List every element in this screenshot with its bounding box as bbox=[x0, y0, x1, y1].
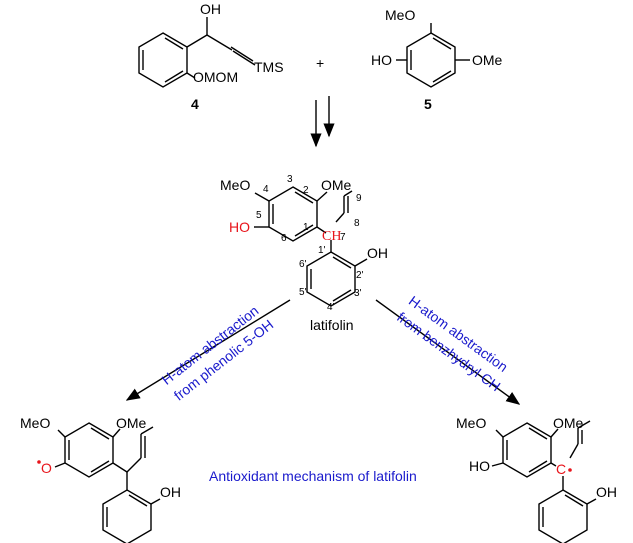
mechanism-arrows bbox=[125, 299, 521, 405]
product-right-ho-label: HO bbox=[469, 458, 490, 474]
product-left-meo-label: MeO bbox=[20, 415, 50, 431]
atom-number: 1' bbox=[318, 245, 326, 256]
reaction-arrows bbox=[310, 96, 335, 148]
product-left-ome-label: OMe bbox=[116, 415, 147, 431]
compound-4: OH OMOM TMS 4 bbox=[138, 1, 284, 112]
atom-number: 4 bbox=[263, 184, 269, 195]
product-right-c-radical-label: C bbox=[556, 461, 566, 477]
atom-number: 5' bbox=[299, 287, 307, 298]
compound-4-tms-label: TMS bbox=[254, 59, 284, 75]
atom-number: 2' bbox=[356, 270, 364, 281]
latifolin-name: latifolin bbox=[310, 317, 354, 333]
atom-number: 4' bbox=[327, 302, 335, 313]
product-right-bonds bbox=[491, 420, 597, 543]
compound-4-omom-label: OMOM bbox=[193, 69, 238, 85]
product-right-ome-label: OMe bbox=[553, 415, 584, 431]
product-left-phenoxyl-radical: MeO OMe O OH bbox=[20, 415, 181, 543]
atom-number: 2 bbox=[303, 185, 309, 196]
atom-number: 3' bbox=[354, 288, 362, 299]
latifolin-structure: MeO OMe HO CH OH 4 3 2 5 1 6 7 8 9 1' 6'… bbox=[220, 174, 388, 333]
compound-4-oh-label: OH bbox=[200, 1, 221, 17]
product-right-benzhydryl-radical: MeO OMe HO C OH bbox=[456, 415, 617, 543]
atom-number: 5 bbox=[256, 210, 262, 221]
atom-number: 1 bbox=[303, 222, 309, 233]
latifolin-ome-label: OMe bbox=[321, 177, 352, 193]
compound-5-bonds bbox=[396, 23, 470, 88]
atom-number: 7 bbox=[340, 232, 346, 243]
latifolin-bonds bbox=[254, 186, 368, 307]
atom-number: 6' bbox=[299, 259, 307, 270]
product-left-o-radical-label: O bbox=[41, 460, 52, 476]
latifolin-atom-numbers: 4 3 2 5 1 6 7 8 9 1' 6' 2' 5' 3' 4' bbox=[256, 174, 364, 313]
compound-5-ome-label: OMe bbox=[472, 52, 503, 68]
atom-number: 8 bbox=[354, 218, 360, 229]
atom-number: 9 bbox=[356, 193, 362, 204]
radical-dot bbox=[37, 460, 41, 464]
product-left-oh-label: OH bbox=[160, 484, 181, 500]
latifolin-ho-label: HO bbox=[229, 219, 250, 235]
product-right-oh-label: OH bbox=[596, 484, 617, 500]
left-arrow bbox=[125, 299, 291, 401]
right-arrow bbox=[375, 299, 521, 405]
compound-5: MeO HO OMe 5 bbox=[371, 7, 503, 112]
product-left-bonds bbox=[54, 422, 161, 543]
latifolin-ch-label: CH bbox=[322, 229, 341, 244]
compound-5-number: 5 bbox=[424, 96, 432, 112]
latifolin-oh-label: OH bbox=[367, 245, 388, 261]
right-arrow-label: H-atom abstraction from benzhydryl CH bbox=[394, 293, 511, 395]
plus-sign: + bbox=[316, 55, 324, 71]
caption: Antioxidant mechanism of latifolin bbox=[209, 468, 417, 484]
radical-dot bbox=[568, 468, 572, 472]
atom-number: 6 bbox=[281, 233, 287, 244]
compound-4-number: 4 bbox=[191, 96, 199, 112]
compound-4-bonds bbox=[138, 17, 256, 88]
compound-5-ho-label: HO bbox=[371, 52, 392, 68]
latifolin-meo-label: MeO bbox=[220, 177, 250, 193]
compound-5-meo-label: MeO bbox=[385, 7, 415, 23]
left-arrow-label: H-atom abstraction from phenolic 5-OH bbox=[158, 302, 276, 403]
atom-number: 3 bbox=[287, 174, 293, 185]
product-right-meo-label: MeO bbox=[456, 415, 486, 431]
